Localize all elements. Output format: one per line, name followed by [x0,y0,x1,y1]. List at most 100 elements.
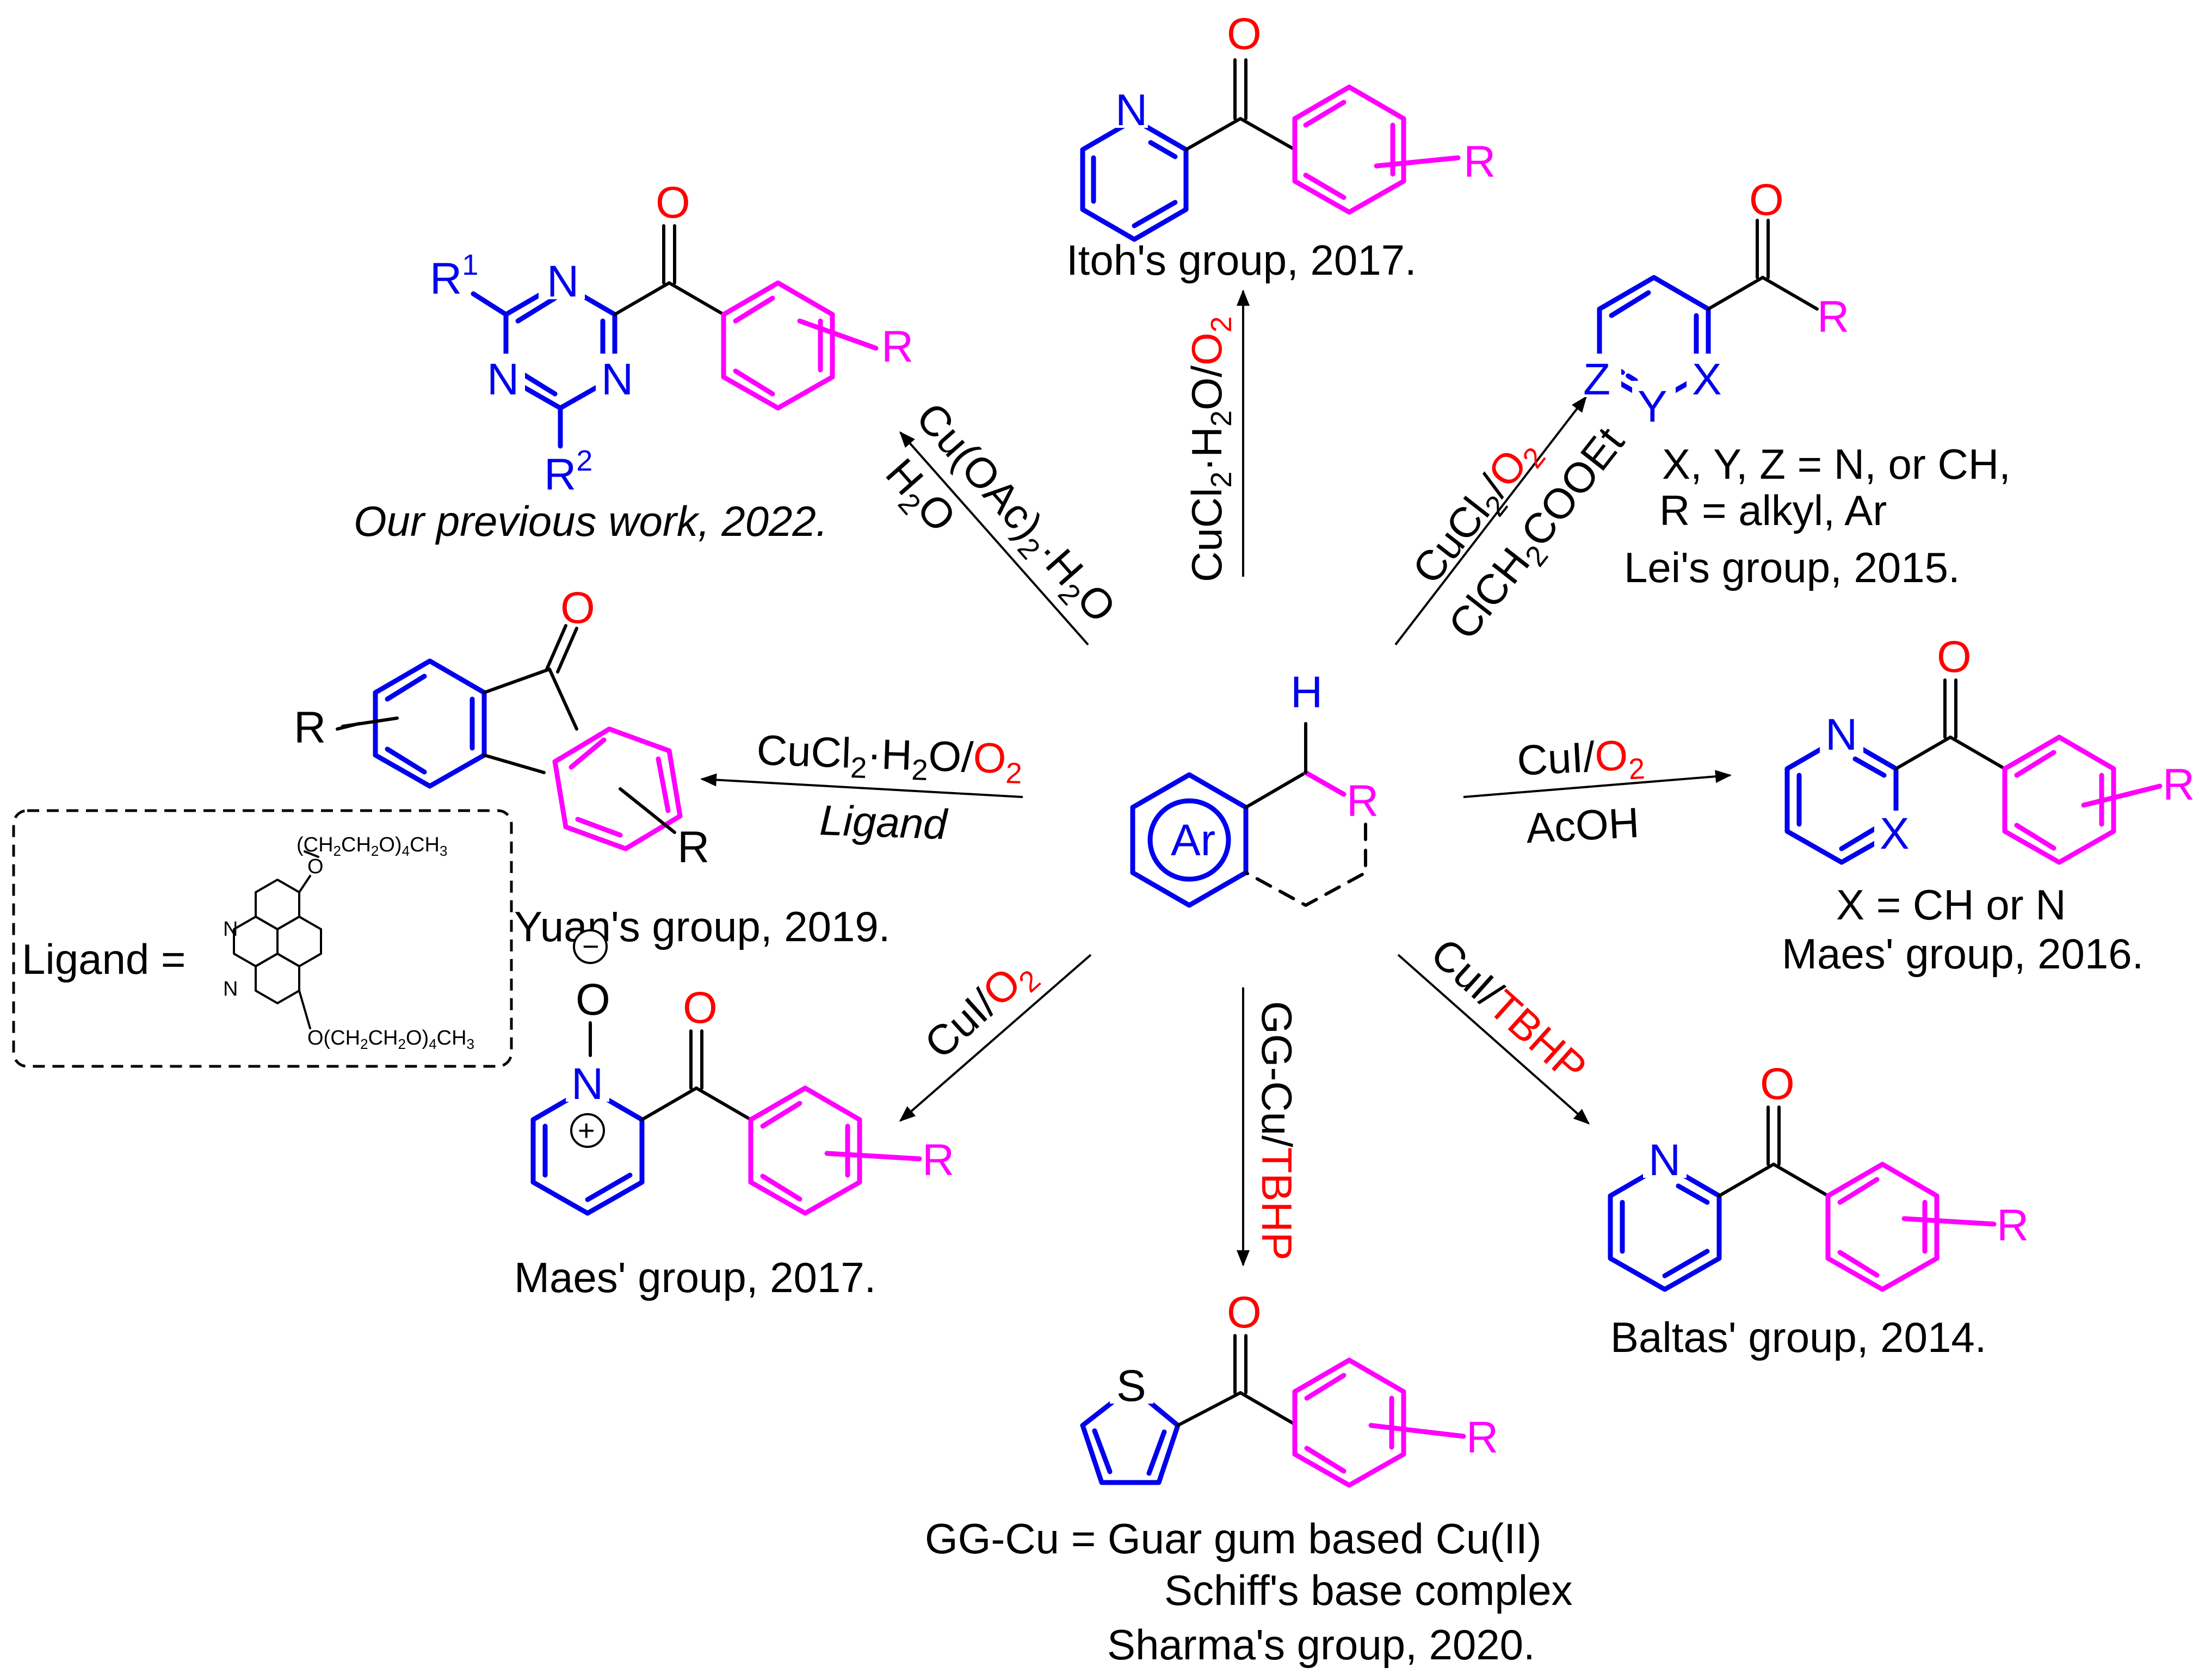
o-atom: O [1937,632,1972,682]
y-atom: Y [1638,382,1667,431]
x-atom: X [1880,809,1910,858]
ar-label: Ar [1171,816,1215,865]
r-label: R [2163,760,2195,810]
caption-maes2016-2: Maes' group, 2016. [1782,930,2144,978]
aryl-ring [552,726,683,851]
reagent-sharma: GG-Cu/TBHP [1253,1001,1301,1261]
h-atom: H [1290,668,1323,717]
o-atom: O [576,975,610,1024]
o-atom: O [1749,175,1784,225]
product-lei: Z Y X O R [1578,175,1849,431]
r-label: R [1347,776,1379,826]
r-label: R [677,823,709,872]
arrow-to-yuan [700,773,1023,798]
product-itoh: N O R [1080,9,1496,242]
reagent-lei: CuCl2/O2 ClCH2COOEt [1403,418,1634,648]
caption-lei-3: Lei's group, 2015. [1624,543,1960,591]
reagent-acetic-acid: AcOH [1525,799,1640,853]
o-atom: O [656,178,690,227]
aryl-ring [1292,84,1406,215]
arrow-to-maes2016 [1463,770,1732,798]
product-sharma: S O R [1080,1288,1498,1488]
o-atom: O [1760,1059,1795,1109]
n-atom: N [601,355,633,404]
reagent-oxygen: O [972,733,1007,782]
dashed-ring [1244,823,1367,907]
product-maes2017: N + O − O R [530,929,954,1216]
reagent-subscript: 2 [1628,752,1646,786]
bond [1303,770,1347,797]
ligand-n1: N [223,918,238,941]
ligand-box: Ligand = O (CH2CH2O)4CH3 O(CH2CH2O)4CH3 … [12,809,513,1068]
product-maes2016: N X O R [1784,632,2195,865]
r-label: R [1463,137,1496,187]
reagent-oxidant: TBHP [1480,981,1596,1092]
reagent-text: ·H [867,730,913,779]
r-label: R [922,1135,954,1185]
ligand-o-top: O [307,855,324,878]
reagent-subscript: 2 [1205,472,1238,488]
phen-ring-4 [255,953,300,1004]
reagent-maes2016: CuI/O2 AcOH [1516,731,1646,853]
aryl-ring [721,280,835,411]
caption-sharma-3: Sharma's group, 2020. [1107,1621,1535,1669]
caption-baltas: Baltas' group, 2014. [1610,1313,1986,1361]
bond [1184,117,1242,151]
aromatic-circle [1147,798,1231,882]
o-atom: O [1227,9,1262,59]
bond [1239,117,1296,151]
reagent-text: CuI/ [1516,733,1596,785]
caption-maes2017: Maes' group, 2017. [514,1253,876,1301]
ligand-dashed-frame [12,809,513,1068]
caption-lei-2: R = alkyl, Ar [1659,486,1887,534]
o-atom: O [1227,1288,1262,1337]
n-atom: N [487,355,519,404]
product-ours: N N N R1 R2 O R [430,178,913,499]
ligand-bottom-chain: O(CH2CH2O)4CH3 [307,1027,474,1052]
caption-ours: Our previous work, 2022. [354,497,827,545]
caption-sharma-2: Schiff's base complex [1164,1566,1572,1614]
minus-charge [573,929,608,964]
ligand-label: Ligand = [22,935,186,983]
arrow-to-lei [1394,396,1587,646]
n-atom: N [1648,1135,1681,1185]
aryl-ring [2002,734,2116,865]
arrow-to-ours [899,431,1089,646]
x-atom: X [1692,355,1722,404]
aryl-ring [748,1085,862,1216]
plus-charge [570,1113,605,1148]
r1-label: R1 [430,249,478,304]
reagent-subscript: 2 [1205,316,1238,332]
svg-text:GG-Cu/TBHP: GG-Cu/TBHP [1253,1001,1301,1261]
reagent-oxygen: O [1593,731,1629,780]
reagent-text: GG-Cu/ [1253,1001,1301,1147]
reagent-yuan: CuCl2·H2O/O2 Ligand [756,726,1023,848]
n-atom: N [1825,710,1857,759]
r-label: R [1817,292,1849,342]
svg-text:CuCl2·H2O/O2: CuCl2·H2O/O2 [1183,316,1238,582]
r-label: R [294,703,326,752]
n-atom: N [1115,85,1147,135]
aryl-ring [1825,1162,1940,1292]
phen-ring-1 [255,879,300,930]
phen-ring-3 [276,916,322,967]
caption-maes2016-1: X = CH or N [1836,881,2066,929]
reagent-oxidant: TBHP [1253,1147,1301,1261]
reagent-text: O/ [928,732,974,781]
n-atom: N [571,1059,603,1109]
caption-yuan: Yuan's group, 2019. [514,903,890,950]
arrow-to-maes2017 [899,954,1092,1122]
arrow-to-baltas [1397,954,1590,1125]
bond [1244,771,1307,809]
s-atom: S [1116,1361,1146,1411]
svg-text:CuCl2·H2O/O2: CuCl2·H2O/O2 [756,726,1023,790]
reagent-subscript: 2 [850,751,867,785]
reagent-text: CuCl [756,726,851,777]
r-label: R [1466,1413,1498,1462]
thiophene-ring [1080,1385,1181,1485]
product-baltas: N O R [1608,1059,2029,1292]
reagent-subscript: 2 [1005,757,1022,790]
o-atom: O [683,983,718,1033]
